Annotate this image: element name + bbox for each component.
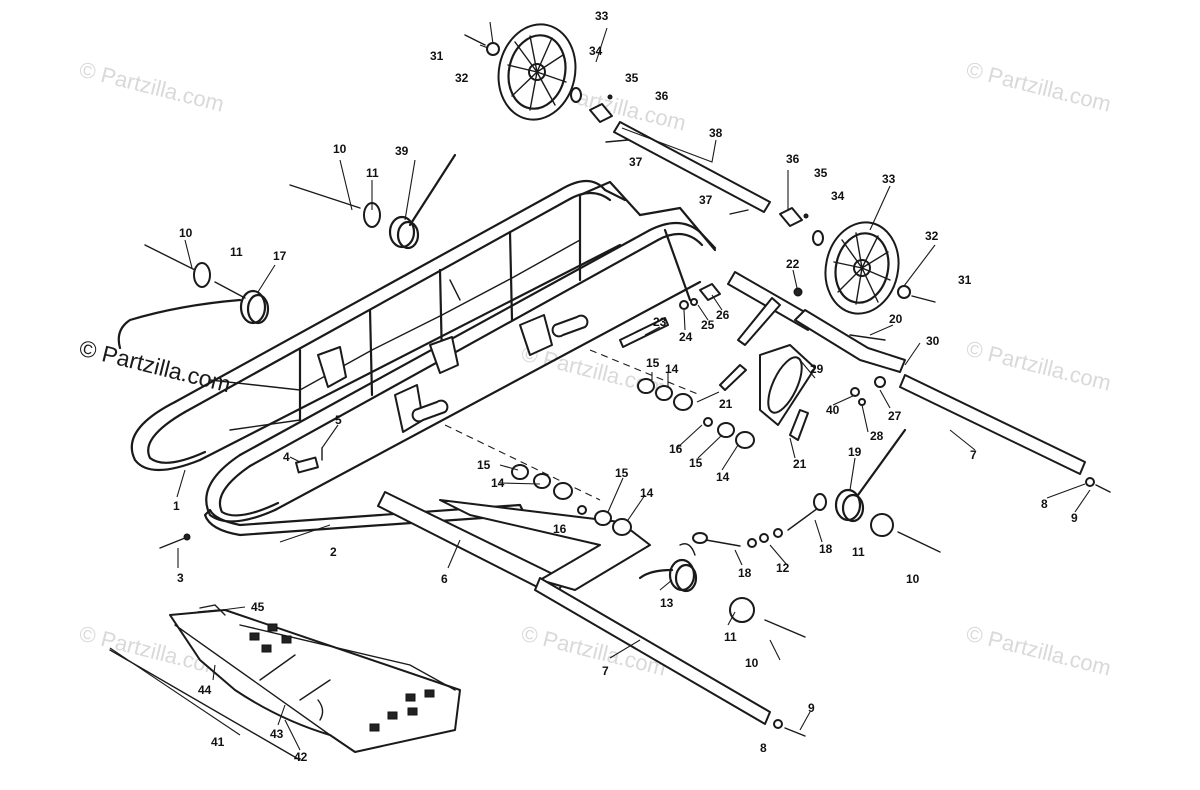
callout-label: 14 — [640, 486, 654, 500]
callout-label: 11 — [230, 245, 243, 259]
callout-label: 32 — [455, 71, 469, 85]
callout-label: 13 — [660, 596, 674, 610]
callout-label: 23 — [653, 315, 667, 329]
callout-label: 14 — [491, 476, 505, 490]
callout-label: 35 — [814, 166, 828, 180]
callout-label: 40 — [826, 403, 840, 417]
callout-label: 16 — [669, 442, 683, 456]
callout-label: 18 — [738, 566, 752, 580]
leader-lines — [109, 21, 1091, 751]
watermark: © Partzilla.com — [964, 621, 1114, 681]
track-assembly — [109, 604, 461, 761]
callout-label: 36 — [786, 152, 800, 166]
callout-label: 7 — [970, 448, 977, 462]
callout-label: 30 — [926, 334, 940, 348]
callout-label: 8 — [1041, 497, 1048, 511]
callout-labels: 1 2 3 4 5 6 7 7 8 8 9 9 10 10 10 10 11 1… — [173, 9, 1078, 764]
callout-label: 10 — [745, 656, 759, 670]
callout-label: 4 — [283, 450, 290, 464]
callout-label: 44 — [198, 683, 212, 697]
callout-label: 35 — [625, 71, 639, 85]
callout-label: 11 — [724, 630, 737, 644]
callout-label: 3 — [177, 571, 184, 585]
callout-label: 26 — [716, 308, 730, 322]
callout-label: 31 — [958, 273, 972, 287]
callout-label: 39 — [395, 144, 409, 158]
callout-label: 22 — [786, 257, 800, 271]
callout-label: 21 — [719, 397, 733, 411]
callout-label: 9 — [808, 701, 815, 715]
callout-label: 29 — [810, 362, 824, 376]
callout-label: 6 — [441, 572, 448, 586]
upper-idler-assembly — [464, 23, 936, 315]
watermark: © Partzilla.com — [964, 336, 1114, 396]
callout-label: 9 — [1071, 511, 1078, 525]
callout-label: 2 — [330, 545, 337, 559]
callout-label: 34 — [589, 44, 603, 58]
callout-label: 10 — [179, 226, 193, 240]
callout-label: 34 — [831, 189, 845, 203]
watermark: © Partzilla.com — [77, 57, 227, 117]
callout-label: 21 — [793, 457, 807, 471]
callout-label: 8 — [760, 741, 767, 755]
callout-label: 1 — [173, 499, 180, 513]
callout-label: 27 — [888, 409, 902, 423]
callout-label: 19 — [848, 445, 862, 459]
callout-label: 45 — [251, 600, 265, 614]
callout-label: 12 — [776, 561, 790, 575]
callout-label: 43 — [270, 727, 284, 741]
callout-label: 25 — [701, 318, 715, 332]
callout-label: 17 — [273, 249, 287, 263]
callout-label: 18 — [819, 542, 833, 556]
callout-label: 36 — [655, 89, 669, 103]
callout-label: 14 — [716, 470, 730, 484]
callout-label: 16 — [553, 522, 567, 536]
watermark-dark: © Partzilla.com — [77, 335, 234, 398]
callout-label: 11 — [852, 545, 865, 559]
callout-label: 14 — [665, 362, 679, 376]
watermark-layer: © Partzilla.com © Partzilla.com © Partzi… — [77, 57, 1114, 681]
front-arm-assembly — [377, 428, 941, 737]
slide-frame — [130, 179, 717, 549]
callout-label: 7 — [602, 664, 609, 678]
callout-label: 28 — [870, 429, 884, 443]
callout-label: 5 — [335, 413, 342, 427]
callout-label: 38 — [709, 126, 723, 140]
watermark: © Partzilla.com — [964, 57, 1114, 117]
callout-label: 20 — [889, 312, 903, 326]
callout-label: 24 — [679, 330, 693, 344]
callout-label: 10 — [333, 142, 347, 156]
rear-arm-assembly — [444, 271, 1111, 501]
callout-label: 42 — [294, 750, 308, 764]
callout-label: 15 — [615, 466, 629, 480]
callout-label: 31 — [430, 49, 444, 63]
callout-label: 10 — [906, 572, 920, 586]
callout-label: 11 — [366, 166, 379, 180]
callout-label: 33 — [595, 9, 609, 23]
callout-label: 37 — [629, 155, 643, 169]
callout-label: 15 — [689, 456, 703, 470]
callout-label: 32 — [925, 229, 939, 243]
callout-label: 15 — [646, 356, 660, 370]
callout-label: 41 — [211, 735, 225, 749]
left-spring-assembly — [117, 153, 457, 350]
callout-label: 33 — [882, 172, 896, 186]
callout-label: 15 — [477, 458, 491, 472]
callout-label: 37 — [699, 193, 713, 207]
